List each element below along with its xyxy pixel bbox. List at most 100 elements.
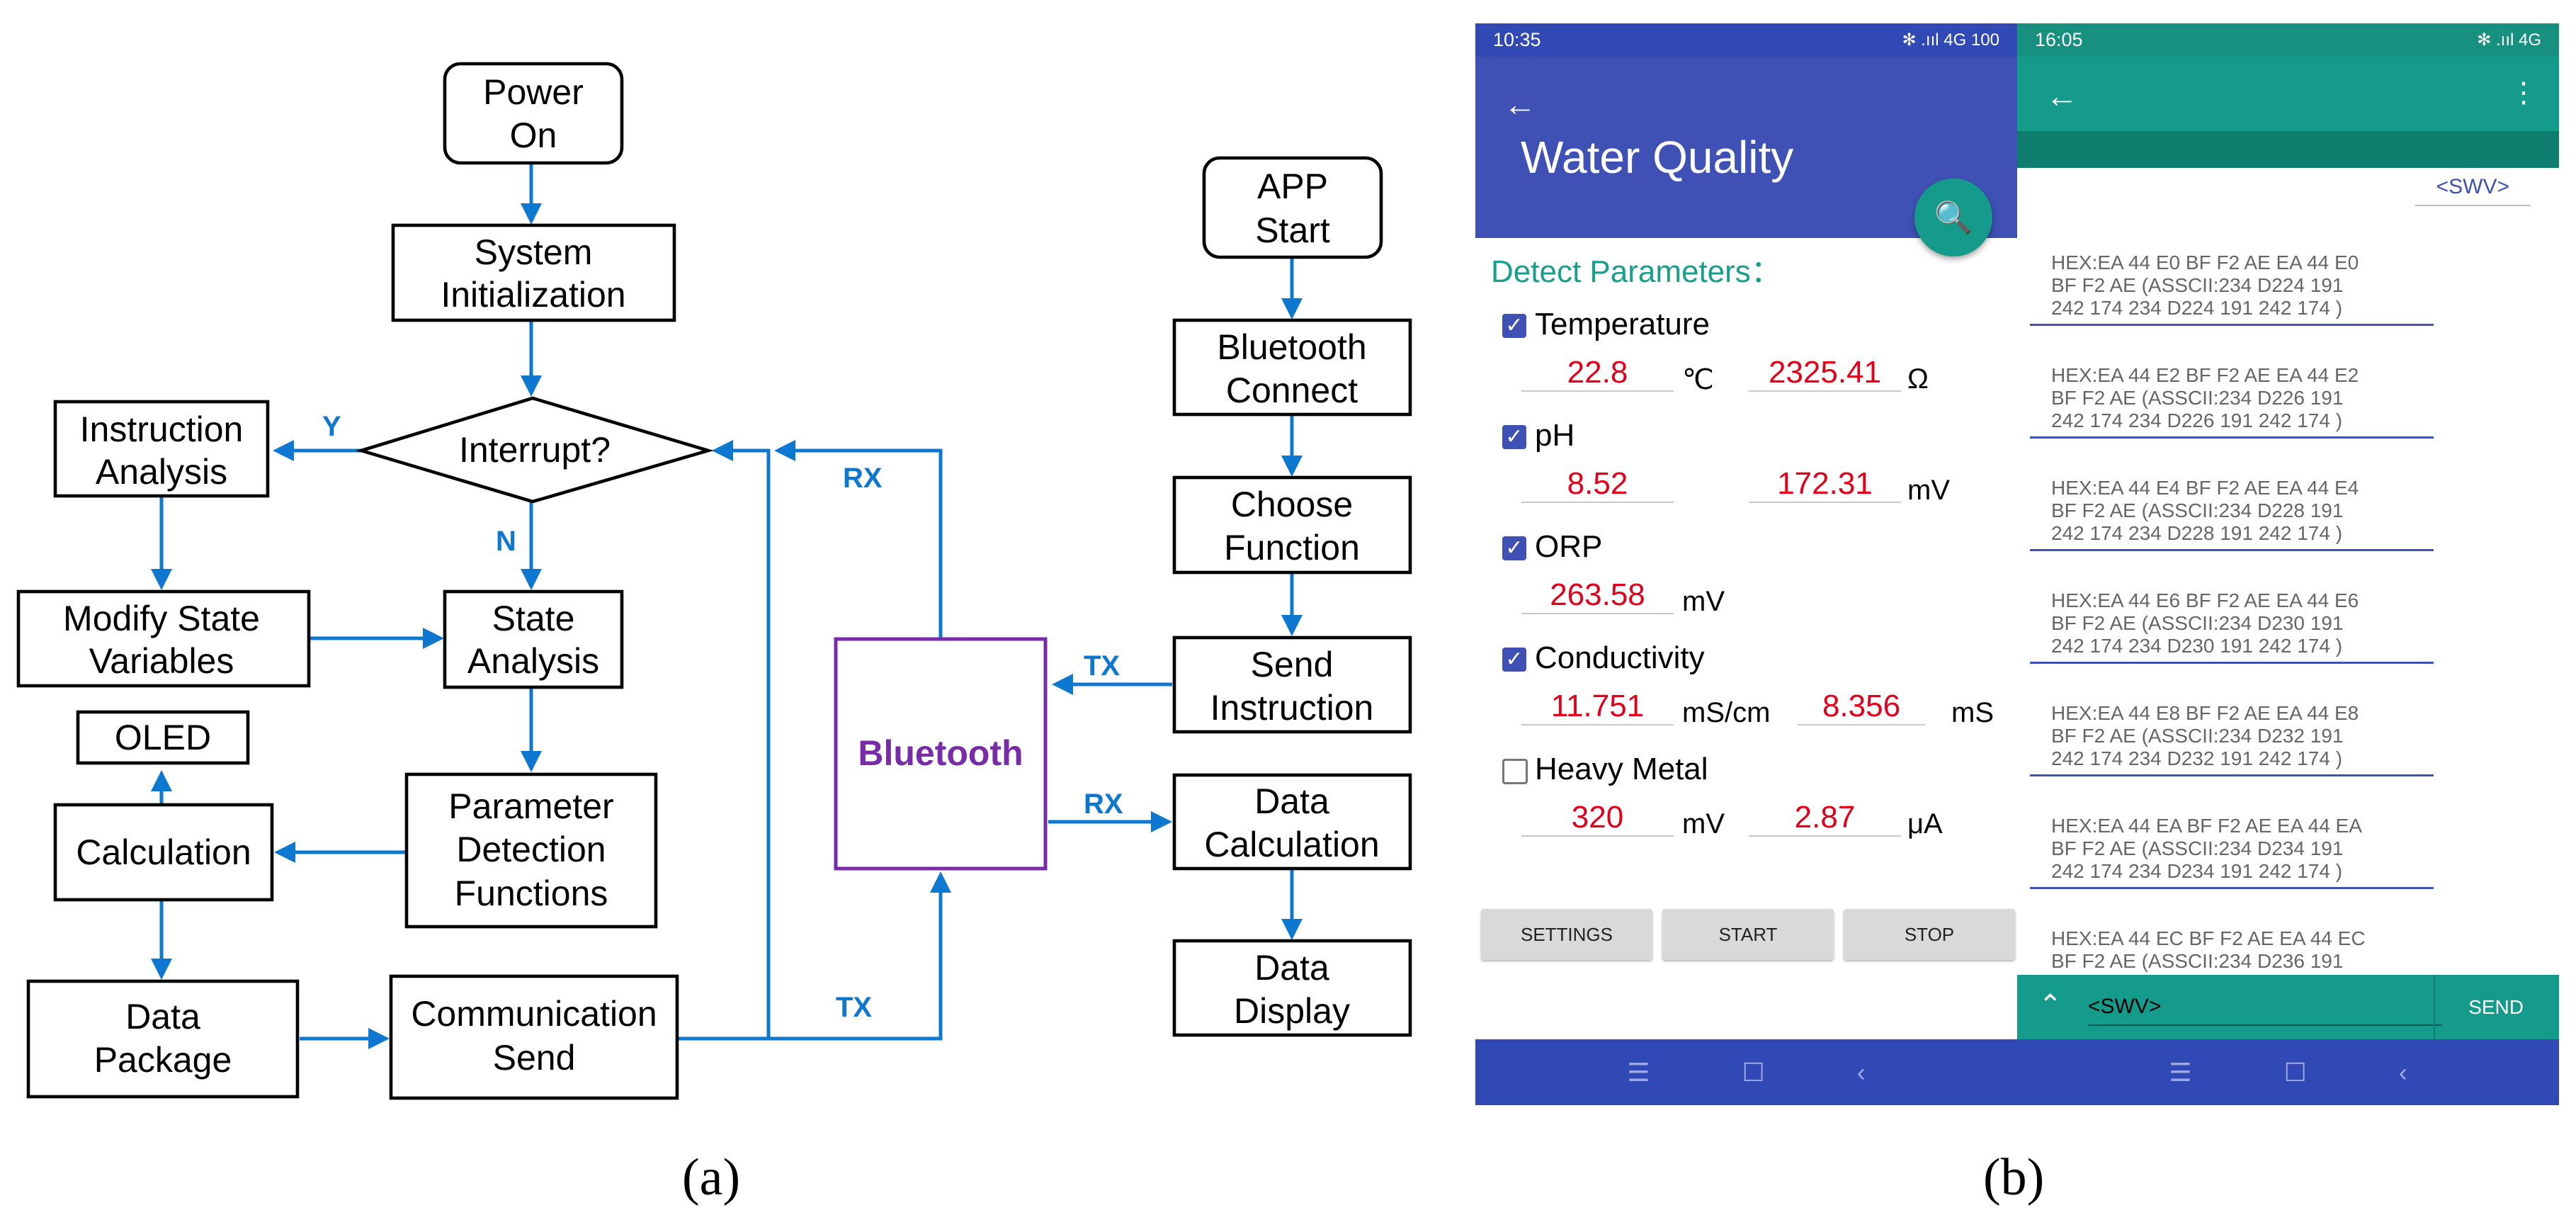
svg-text:Instruction: Instruction: [80, 409, 244, 449]
back-icon[interactable]: ‹: [2398, 1057, 2407, 1087]
edge-label-yes: Y: [322, 411, 341, 442]
nav-bar: ☰ ☐ ‹: [2017, 1039, 2559, 1105]
unit-2: μA: [1907, 808, 1943, 840]
node-state-analysis: State Analysis: [443, 589, 624, 689]
status-bar: 16:05 ✻ .ııl 4G: [2017, 23, 2559, 57]
value-field-1[interactable]: 8.52: [1521, 466, 1674, 503]
log-line: BF F2 AE (ASSCII:234 D228 191: [2051, 499, 2344, 521]
param-name: Temperature: [1535, 307, 1710, 341]
panel-label-b: (b): [1983, 1148, 2045, 1206]
back-arrow-icon[interactable]: ←: [2046, 77, 2078, 114]
node-communication-send: Communication Send: [389, 974, 679, 1100]
back-icon[interactable]: ‹: [1856, 1057, 1866, 1087]
more-vert-icon[interactable]: ⋮: [2509, 77, 2538, 108]
log-line: BF F2 AE (ASSCII:234 D230 191: [2051, 612, 2344, 634]
svg-text:Parameter: Parameter: [448, 786, 613, 826]
log-line: BF F2 AE (ASSCII:234 D234 191: [2051, 837, 2344, 859]
log-entry: HEX:EA 44 EA BF F2 AE EA 44 EA BF F2 AE …: [2030, 815, 2434, 889]
param-name: Conductivity: [1535, 640, 1705, 675]
unit-1: mV: [1682, 808, 1725, 840]
node-app-start: APP Start: [1202, 156, 1383, 259]
node-modify-state-variables: Modify State Variables: [16, 589, 311, 688]
svg-text:Power: Power: [483, 72, 584, 112]
svg-text:Bluetooth: Bluetooth: [858, 733, 1023, 773]
checkbox-conductivity[interactable]: ✓: [1502, 648, 1526, 672]
edge-label-rx-right: RX: [1084, 789, 1123, 820]
action-buttons: SETTINGS START STOP: [1481, 909, 2017, 960]
node-data-display: Data Display: [1172, 939, 1412, 1037]
arrow-comm-loop-to-interrupt: [679, 440, 771, 1041]
checkbox-temperature[interactable]: ✓: [1502, 314, 1526, 338]
node-choose-function: Choose Function: [1172, 475, 1412, 575]
node-bluetooth-connect: Bluetooth Connect: [1172, 318, 1412, 417]
app-bar-band: [2017, 131, 2559, 168]
unit-2: mV: [1907, 475, 1950, 506]
search-fab-button[interactable]: 🔍: [1914, 179, 1992, 256]
divider: [2434, 975, 2435, 1039]
value-field-1[interactable]: 320: [1521, 800, 1674, 837]
svg-text:Start: Start: [1255, 210, 1330, 250]
app-title: Water Quality: [1521, 132, 1794, 183]
log-entry: HEX:EA 44 E2 BF F2 AE EA 44 E2 BF F2 AE …: [2030, 364, 2434, 439]
value-field-1[interactable]: 22.8: [1521, 355, 1674, 392]
checkbox-heavy-metal[interactable]: [1502, 759, 1528, 784]
svg-text:Function: Function: [1224, 528, 1360, 567]
svg-text:APP: APP: [1257, 166, 1328, 206]
svg-text:Interrupt?: Interrupt?: [459, 430, 611, 470]
svg-text:Bluetooth: Bluetooth: [1217, 327, 1366, 367]
panel-label-a: (a): [682, 1148, 741, 1206]
value-field-1[interactable]: 263.58: [1521, 577, 1674, 614]
value-field-2[interactable]: 2.87: [1749, 800, 1901, 837]
svg-text:State: State: [492, 599, 575, 638]
value-field-2[interactable]: 172.31: [1749, 466, 1901, 503]
menu-icon[interactable]: ☰: [2169, 1057, 2192, 1087]
log-line: BF F2 AE (ASSCII:234 D236 191: [2051, 950, 2344, 972]
log-line: HEX:EA 44 E6 BF F2 AE EA 44 E6: [2051, 589, 2359, 611]
home-icon[interactable]: ☐: [2283, 1057, 2307, 1087]
svg-text:Calculation: Calculation: [1204, 825, 1379, 864]
command-input[interactable]: <SWV>: [2088, 995, 2442, 1026]
value-field-2[interactable]: 8.356: [1798, 689, 1925, 725]
unit-2: Ω: [1907, 363, 1929, 395]
node-bluetooth: Bluetooth: [834, 637, 1048, 871]
svg-text:Initialization: Initialization: [441, 275, 625, 315]
svg-text:Display: Display: [1234, 991, 1350, 1031]
home-icon[interactable]: ☐: [1742, 1057, 1765, 1087]
log-line: 242 174 234 D226 191 242 174 ): [2051, 409, 2343, 431]
phone-water-quality: 10:35 ✻ .ııl 4G 100 ← Water Quality 🔍 De…: [1475, 23, 2017, 1105]
chevron-up-icon[interactable]: ⌃: [2038, 990, 2062, 1021]
log-entry: HEX:EA 44 E8 BF F2 AE EA 44 E8 BF F2 AE …: [2030, 702, 2434, 776]
log-line: BF F2 AE (ASSCII:234 D232 191: [2051, 725, 2344, 747]
svg-text:Connect: Connect: [1226, 371, 1358, 410]
node-parameter-detection-functions: Parameter Detection Functions: [404, 772, 658, 929]
log-line: HEX:EA 44 EC BF F2 AE EA 44 EC: [2051, 927, 2366, 949]
svg-text:Package: Package: [94, 1040, 232, 1080]
svg-text:Data: Data: [1254, 781, 1329, 821]
svg-text:Detection: Detection: [456, 830, 606, 869]
svg-text:Variables: Variables: [89, 641, 234, 681]
node-instruction-analysis: Instruction Analysis: [53, 400, 270, 498]
log-line: 242 174 234 D228 191 242 174 ): [2051, 522, 2343, 544]
status-icons: ✻ .ııl 4G: [2477, 30, 2541, 50]
stop-button[interactable]: STOP: [1844, 909, 2015, 960]
menu-icon[interactable]: ☰: [1627, 1057, 1650, 1087]
log-entry: HEX:EA 44 E4 BF F2 AE EA 44 E4 BF F2 AE …: [2030, 477, 2434, 551]
send-bar: ⌃ <SWV> SEND: [2017, 975, 2559, 1039]
checkbox-orp[interactable]: ✓: [1502, 536, 1526, 560]
log-line: HEX:EA 44 E8 BF F2 AE EA 44 E8: [2051, 702, 2359, 724]
value-field-1[interactable]: 11.751: [1521, 689, 1674, 725]
flowchart: Y N RX TX TX RX Power On System Initiali…: [16, 62, 1412, 1100]
node-oled: OLED: [76, 710, 250, 765]
svg-text:Analysis: Analysis: [96, 452, 227, 492]
back-arrow-icon[interactable]: ←: [1504, 86, 1536, 123]
svg-text:Modify State: Modify State: [63, 599, 260, 638]
svg-text:System: System: [475, 232, 593, 272]
checkbox-ph[interactable]: ✓: [1502, 425, 1526, 449]
node-interrupt: Interrupt?: [356, 396, 715, 504]
send-button[interactable]: SEND: [2468, 996, 2524, 1018]
value-field-2[interactable]: 2325.41: [1749, 355, 1901, 392]
log-line: 242 174 234 D224 191 242 174 ): [2051, 297, 2343, 319]
settings-button[interactable]: SETTINGS: [1481, 909, 1652, 960]
start-button[interactable]: START: [1662, 909, 1834, 960]
app-bar: ← ⋮: [2017, 57, 2559, 131]
